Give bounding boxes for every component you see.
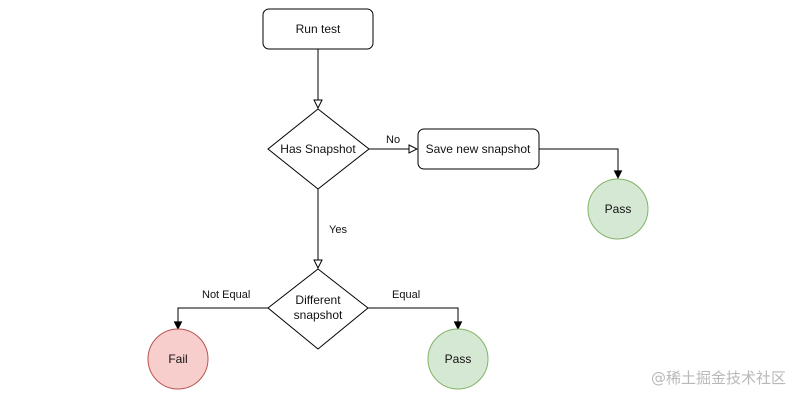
edge-different-snapshot-to-fail	[178, 307, 268, 329]
node-pass-bottom: Pass	[427, 328, 489, 390]
edge-label-not-equal: Not Equal	[202, 289, 250, 301]
node-has-snapshot-label: Has Snapshot	[280, 142, 356, 156]
edge-different-snapshot-to-pass-bottom	[368, 307, 458, 329]
edge-save-snapshot-to-pass-top	[539, 148, 618, 178]
node-different-snapshot: Different snapshot	[267, 268, 369, 350]
node-different-snapshot-line2: snapshot	[294, 308, 343, 322]
node-save-new-snapshot-label: Save new snapshot	[426, 142, 531, 156]
edge-label-yes: Yes	[329, 224, 347, 236]
node-pass-top-circle	[587, 178, 649, 240]
node-pass-bottom-label: Pass	[445, 352, 472, 366]
node-pass-top: Pass	[587, 178, 649, 240]
node-has-snapshot: Has Snapshot	[267, 108, 370, 190]
node-fail-circle	[147, 328, 209, 390]
node-different-snapshot-line1: Different	[295, 293, 341, 307]
node-fail: Fail	[147, 328, 209, 390]
node-run-test: Run test	[262, 8, 374, 50]
edge-label-no: No	[386, 134, 400, 146]
node-fail-label: Fail	[168, 352, 187, 366]
node-pass-bottom-circle	[427, 328, 489, 390]
node-run-test-label: Run test	[296, 22, 341, 36]
watermark-text: @稀土掘金技术社区	[651, 369, 786, 387]
node-save-new-snapshot: Save new snapshot	[417, 128, 540, 170]
node-pass-top-label: Pass	[605, 202, 632, 216]
edge-label-equal: Equal	[392, 289, 420, 301]
